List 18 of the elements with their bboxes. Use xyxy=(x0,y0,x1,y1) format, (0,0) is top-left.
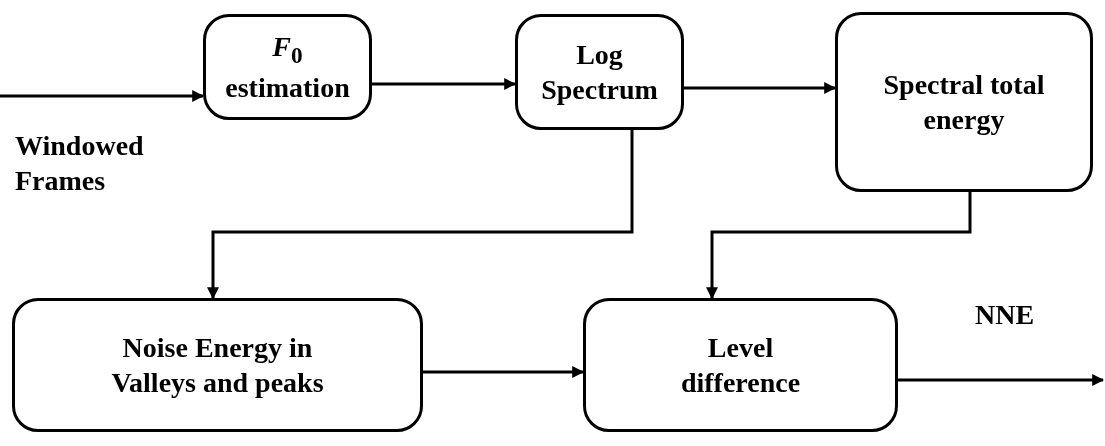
box-label: F$_{0}$ estimation xyxy=(224,30,351,105)
process-box xyxy=(515,14,684,130)
process-box xyxy=(835,12,1093,192)
input-label: Windowed Frames xyxy=(15,129,145,198)
arrow xyxy=(706,192,972,300)
process-box xyxy=(12,298,423,432)
box-label: Noise Energy in Valleys and peaks xyxy=(110,331,325,400)
arrow xyxy=(898,374,1105,386)
arrow xyxy=(684,82,837,94)
process-box xyxy=(203,14,372,120)
process-box xyxy=(583,298,898,432)
arrow xyxy=(207,130,634,300)
box-label: Level difference xyxy=(679,331,802,400)
arrow xyxy=(423,366,585,378)
arrow xyxy=(0,90,205,102)
box-label: Log Spectrum xyxy=(540,38,659,107)
arrow xyxy=(372,78,517,90)
box-label: Spectral total energy xyxy=(882,68,1046,137)
